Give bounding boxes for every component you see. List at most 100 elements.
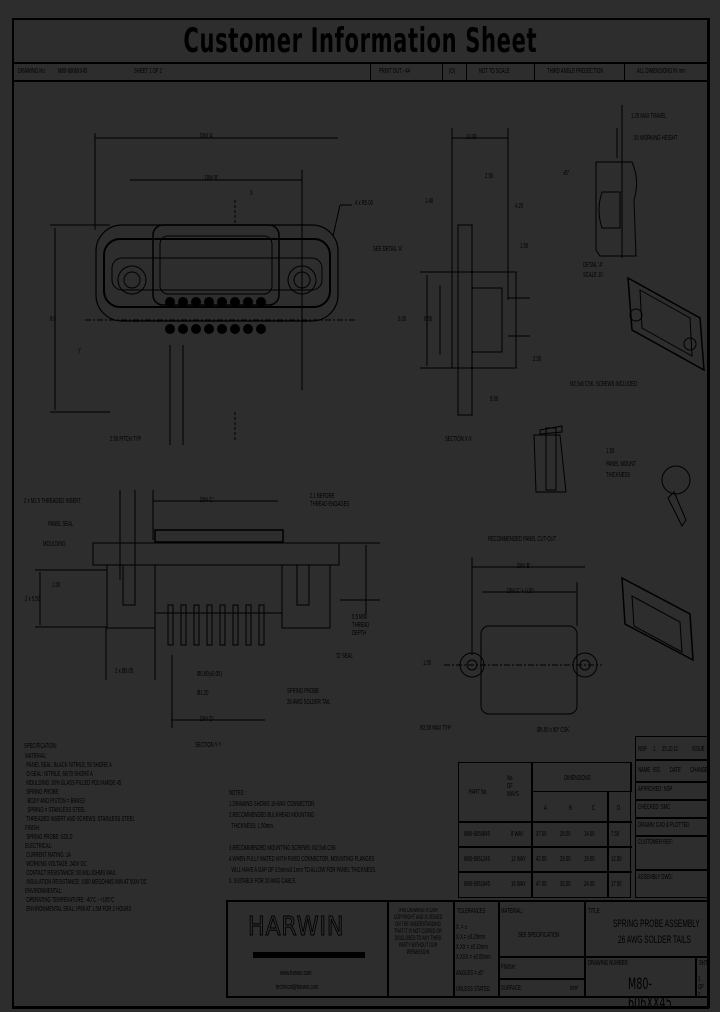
th-col-a: A [544,805,547,812]
cutout-dim-b: DIM 'B' [517,563,531,570]
sheet-title: Customer Information Sheet [183,21,538,61]
cell-b: 28.00 [560,831,571,838]
note-line: WILL HAVE A GAP OF 3.5mm±0.1mm TO ALLOW … [229,867,377,874]
spec-line: SPRING PROBE: GOLD [24,834,73,841]
solder-tail-label: 26 AWG SOLDER TAIL [287,699,331,706]
sec-xx-dim-0: 10.30 [466,134,477,141]
sec-xx-dim-1: 1.40 [425,198,434,205]
assembly-dwg: ASSEMBLY DWG: [638,874,673,881]
drawing-number: M80-606XX45 [628,974,672,1012]
dimensions-table: PART No. No. OF WAYS DIMENSIONS A B C D … [458,762,632,898]
spec-line: ENVIRONMENTAL: [24,888,63,895]
cell-b: 28.00 [560,856,571,863]
tolerances-label: TOLERANCES [457,908,486,915]
moulding-label: MOULDING [43,541,66,548]
cutout-radius: R2.50 MAX TYP [420,725,451,732]
thread-depth-label: 5.5 MIN THREAD DEPTH [352,614,370,637]
see-detail-label: SEE DETAIL 'A' [373,246,403,253]
sec-xx-dim-3: 4.20 [515,203,524,210]
not-to-scale: NOT TO SCALE [479,68,510,75]
tolerance-line: X. = ± [456,924,468,931]
sheet-title-bar: Customer Information Sheet [14,20,707,64]
th-col-c: C [592,805,596,812]
tail-dia-label: Ø1.20 [197,690,209,697]
panel-thickness-label: THICKNESS [606,472,631,479]
cell-part-no: M80-6061245 [464,856,490,863]
spec-line: ELECTRICAL: [24,843,53,850]
projection-symbol-icon: (O) [449,68,456,75]
sec-xx-dim-6: 6.50 [424,316,433,323]
material-value: SEE SPECIFICATION [518,932,560,939]
spec-line: THREADED INSERT AND SCREWS: STAINLESS ST… [24,816,135,823]
angle-label: ±5° [563,170,570,177]
th-col-d: D [617,805,621,812]
checked-by: CHECKED: SMC [638,804,671,811]
tolerance-line: UNLESS STATED [456,986,490,993]
th-col-b: B [569,805,572,812]
dim-b-label: DIM 'B' [205,175,219,182]
cutout-dim-c: DIM 'C' + 0.50 [507,588,534,595]
notes-heading: NOTES: [229,790,245,797]
tolerance-line: X.XXX = ±0.05mm [456,954,491,961]
hole-dia-label: 2 x Ø3.05 [115,668,134,675]
note-line: 4.WHEN FULLY MATED WITH FIXED CONNECTOR,… [229,856,375,863]
note-line: 1.DRAWING SHOWS 16-WAY CONNECTOR. [229,801,316,808]
spec-heading: SPECIFICATION: [24,743,58,750]
radius-label: 4 x R5.00 [355,200,373,207]
cell-b: 33.00 [560,881,571,888]
working-height-label: .50 WORKING HEIGHT [633,135,678,142]
cell-ways: 16 WAY [511,881,526,888]
title-block: HARWIN www.harwin.com technical@harwin.c… [226,900,709,1012]
cell-a: 47.00 [536,881,547,888]
detail-a-scale: SCALE 10 [583,272,603,279]
title-line-2: 26 AWG SOLDER TAILS [618,934,691,946]
th-dimensions: DIMENSIONS [564,775,591,782]
spec-line: WORKING VOLTAGE: 240V DC [24,861,87,868]
sheet-value: 1 OF 2 [698,976,704,999]
cell-c: 14.00 [584,831,595,838]
cell-c: 19.00 [584,856,595,863]
dim-c-label: DIM 'C' [200,497,214,504]
section-y-marker: Y [78,348,81,355]
logo-text: HARWIN [248,912,345,943]
note-line: 5. SUITABLE FOR 26 AWG CABLE. [229,878,297,885]
spec-line: SPRING PROBE: [24,789,60,796]
panel-seal-label: PANEL SEAL [48,521,74,528]
dim-a-label: DIM 'A' [200,133,214,140]
cell-a: 37.00 [536,831,547,838]
cutout-title: RECOMMENDED PANEL CUT-OUT [488,536,557,543]
email: technical@harwin.com [276,984,319,991]
spec-line: O-SEAL: NITRILE, 60/70 SHORE A [24,771,93,778]
spec-line: FINISH: [24,825,41,832]
rev-header-issue: ISS. [653,767,661,774]
title-label: TITLE: [588,908,601,915]
note-line: THICKNESS: 1.50mm. [229,823,274,830]
th-ways: No. OF WAYS [507,775,519,798]
right-dim-label: 1.50 [423,660,432,667]
cell-ways: 12 WAY [511,856,526,863]
rev-header-date: DATE [670,767,681,774]
pitch-label: 2.50 PITCH TYP [110,436,142,443]
cell-d: 12.50 [611,856,622,863]
dim-d-label: DIM 'D' [200,716,214,723]
spec-line: SPRING = STAINLESS STEEL [24,807,86,814]
spec-line: INSULATION RESISTANCE: 1000 MEGOHMS MIN … [24,879,147,886]
tolerance-line: ANGLES = ±5° [456,970,485,977]
spec-line: BODY AND PISTON = BRASS [24,798,85,805]
section-xx-label: SECTION X-X [445,436,472,443]
projection-type: THIRD ANGLE PROJECTION [547,68,604,75]
revision-block: NSP 1 25.10.11 ISSUE NAME ISS. DATE CHAN… [635,736,709,898]
print-out: PRINT OUT - A4 [379,68,411,75]
sec-xx-dim-7: 2.50 [533,356,542,363]
units: ALL DIMENSIONS IN mm [637,68,686,75]
website: www.harwin.com [280,970,312,977]
max-travel-label: 1.25 MAX TRAVEL [631,113,667,120]
cell-ways: 8 WAY [511,831,524,838]
sheet-label: SHT [699,960,708,967]
dim-1-50: 1.50 [52,582,61,589]
sheet-number: SHEET 1 OF 2 [134,68,162,75]
copyright-notice: THIS DRAWING IS OUR COPYRIGHT AND IS ISS… [393,908,443,956]
tolerance-line: X.XX = ±0.10mm [456,944,488,951]
drawing-no: M80-6068XX45 [58,68,88,75]
sec-xx-dim-4: 1.50 [520,243,529,250]
